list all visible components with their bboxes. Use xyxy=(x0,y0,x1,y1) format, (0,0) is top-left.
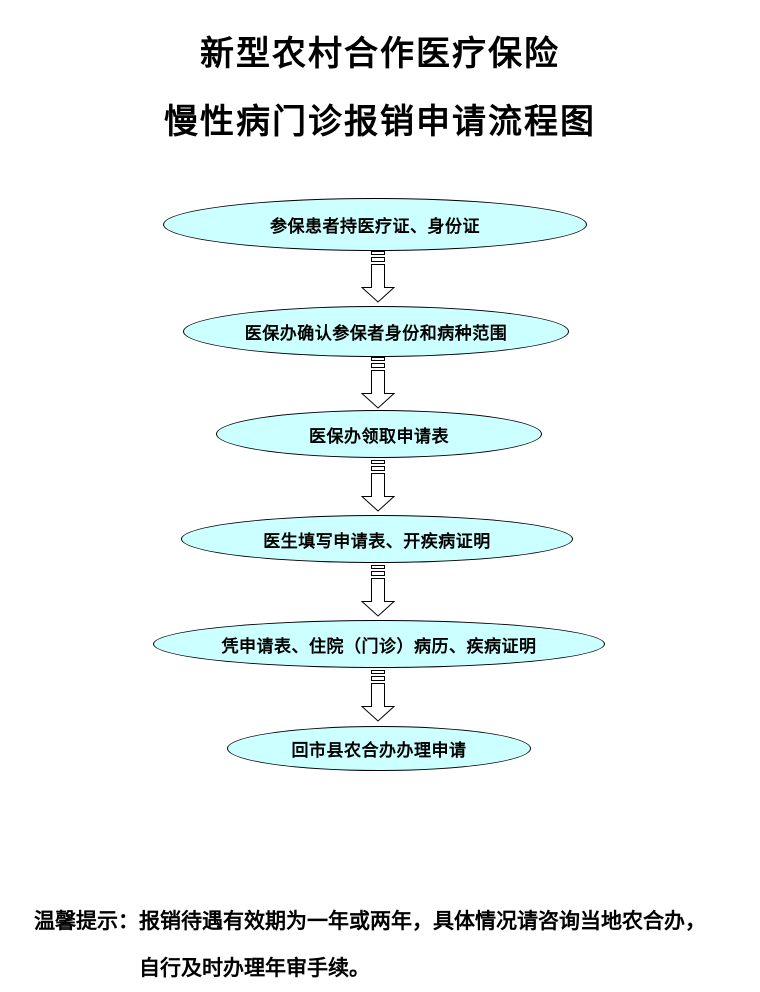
flow-step-label-3: 医保办领取申请表 xyxy=(309,426,449,446)
flow-step-label-4: 医生填写申请表、开疾病证明 xyxy=(263,531,491,551)
flow-step-ellipse-3: 医保办领取申请表 xyxy=(216,410,542,458)
footer-line1: 报销待遇有效期为一年或两年，具体情况请咨询当地农合办， xyxy=(139,910,706,933)
flow-step-ellipse-6: 回市县农合办办理申请 xyxy=(227,726,531,771)
flow-step-ellipse-1: 参保患者持医疗证、身份证 xyxy=(163,198,587,251)
page-title-line2: 慢性病门诊报销申请流程图 xyxy=(164,104,596,141)
flow-step-ellipse-2: 医保办确认参保者身份和病种范围 xyxy=(183,306,569,357)
flow-step-label-6: 回市县农合办办理申请 xyxy=(291,741,467,760)
down-arrow-icon xyxy=(361,251,395,303)
footer-label: 温馨提示： xyxy=(34,910,139,933)
down-arrow-icon xyxy=(361,565,395,617)
flow-step-label-2: 医保办确认参保者身份和病种范围 xyxy=(244,324,508,343)
down-arrow-icon xyxy=(361,460,395,512)
flow-step-label-1: 参保患者持医疗证、身份证 xyxy=(270,217,480,236)
flow-step-ellipse-4: 医生填写申请表、开疾病证明 xyxy=(181,515,573,563)
down-arrow-icon xyxy=(361,357,395,409)
flow-step-ellipse-5: 凭申请表、住院（门诊）病历、疾病证明 xyxy=(153,620,605,668)
down-arrow-icon xyxy=(361,670,395,722)
flow-step-label-5: 凭申请表、住院（门诊）病历、疾病证明 xyxy=(221,636,537,656)
page-title-line1: 新型农村合作医疗保险 xyxy=(200,36,560,73)
footer-line2: 自行及时办理年审手续。 xyxy=(139,957,370,980)
footer-note: 温馨提示： 报销待遇有效期为一年或两年，具体情况请咨询当地农合办， 自行及时办理… xyxy=(34,898,744,992)
